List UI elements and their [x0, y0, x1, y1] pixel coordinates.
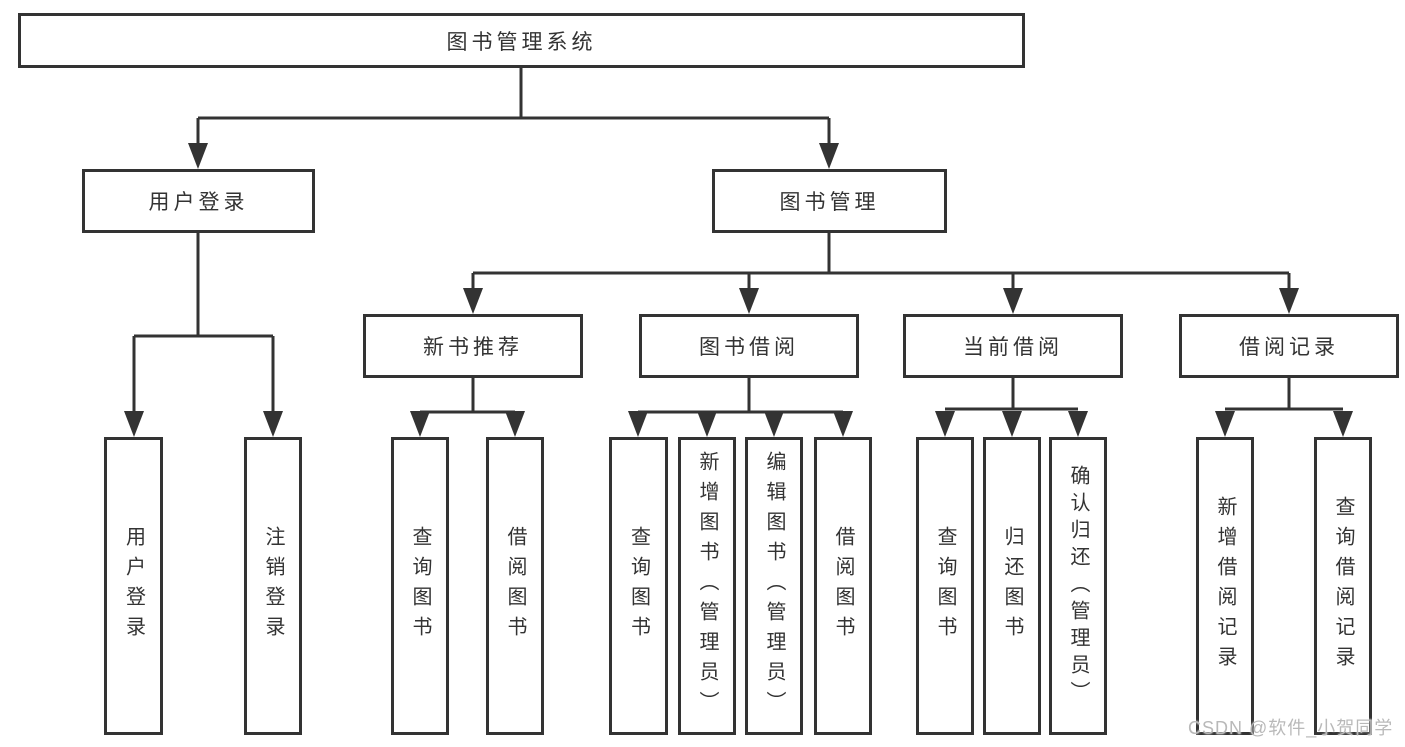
node-book-borrow: 图书借阅	[639, 314, 859, 378]
arrow-down-icon	[263, 411, 283, 437]
arrow-down-icon	[739, 288, 759, 314]
node-label: 当前借阅	[963, 336, 1063, 359]
arrow-down-icon	[628, 411, 648, 437]
arrow-down-icon	[1002, 411, 1022, 437]
arrow-down-icon	[935, 411, 955, 437]
leaf-label: 查询借阅记录	[1332, 496, 1354, 676]
leaf-label: 查询图书	[409, 526, 431, 646]
leaf-borrow-query-books: 查询图书	[609, 437, 668, 735]
arrow-down-icon	[124, 411, 144, 437]
node-label: 新书推荐	[423, 336, 523, 359]
leaf-label: 新增借阅记录	[1214, 496, 1236, 676]
arrow-down-icon	[188, 143, 208, 169]
leaf-borrow-add-books-admin: 新增图书（管理员）	[678, 437, 736, 735]
node-label: 用户登录	[148, 191, 249, 214]
leaf-records-add-borrow-record: 新增借阅记录	[1196, 437, 1254, 735]
leaf-label: 注销登录	[262, 526, 284, 646]
arrow-down-icon	[819, 143, 839, 169]
leaf-records-query-borrow-record: 查询借阅记录	[1314, 437, 1372, 735]
leaf-label: 查询图书	[627, 526, 650, 646]
leaf-label: 编辑图书（管理员）	[763, 451, 785, 721]
leaf-label: 归还图书	[1001, 526, 1023, 646]
leaf-newbook-borrow-books: 借阅图书	[486, 437, 544, 735]
leaf-label: 借阅图书	[832, 526, 854, 646]
arrow-down-icon	[1003, 288, 1023, 314]
arrow-down-icon	[505, 411, 525, 437]
node-label: 图书管理系统	[446, 30, 597, 54]
arrow-down-icon	[1333, 411, 1353, 437]
node-library-system: 图书管理系统	[18, 13, 1025, 68]
leaf-borrow-edit-books-admin: 编辑图书（管理员）	[745, 437, 803, 735]
node-label: 借阅记录	[1239, 336, 1339, 359]
node-current-borrow: 当前借阅	[903, 314, 1123, 378]
arrow-down-icon	[1215, 411, 1235, 437]
leaf-current-confirm-return-admin: 确认归还（管理员）	[1049, 437, 1107, 735]
node-label: 图书管理	[779, 191, 880, 214]
leaf-user-login: 用户登录	[104, 437, 163, 735]
node-new-book-recommend: 新书推荐	[363, 314, 583, 378]
leaf-logout: 注销登录	[244, 437, 302, 735]
csdn-watermark: CSDN @软件_小贺同学	[1188, 718, 1394, 738]
node-borrow-records: 借阅记录	[1179, 314, 1399, 378]
leaf-borrow-borrow-books: 借阅图书	[814, 437, 872, 735]
leaf-label: 借阅图书	[504, 526, 526, 646]
arrow-down-icon	[1068, 411, 1088, 437]
arrow-down-icon	[833, 411, 853, 437]
leaf-newbook-query-books: 查询图书	[391, 437, 449, 735]
node-label: 图书借阅	[699, 336, 799, 359]
arrow-down-icon	[697, 411, 717, 437]
arrow-down-icon	[1279, 288, 1299, 314]
leaf-label: 查询图书	[934, 526, 956, 646]
arrow-down-icon	[410, 411, 430, 437]
arrow-down-icon	[764, 411, 784, 437]
leaf-label: 确认归还（管理员）	[1067, 464, 1089, 708]
node-user-login: 用户登录	[82, 169, 315, 233]
leaf-current-query-books: 查询图书	[916, 437, 974, 735]
leaf-label: 用户登录	[122, 526, 145, 646]
arrow-down-icon	[463, 288, 483, 314]
node-book-management: 图书管理	[712, 169, 947, 233]
leaf-label: 新增图书（管理员）	[696, 451, 718, 721]
leaf-current-return-books: 归还图书	[983, 437, 1041, 735]
